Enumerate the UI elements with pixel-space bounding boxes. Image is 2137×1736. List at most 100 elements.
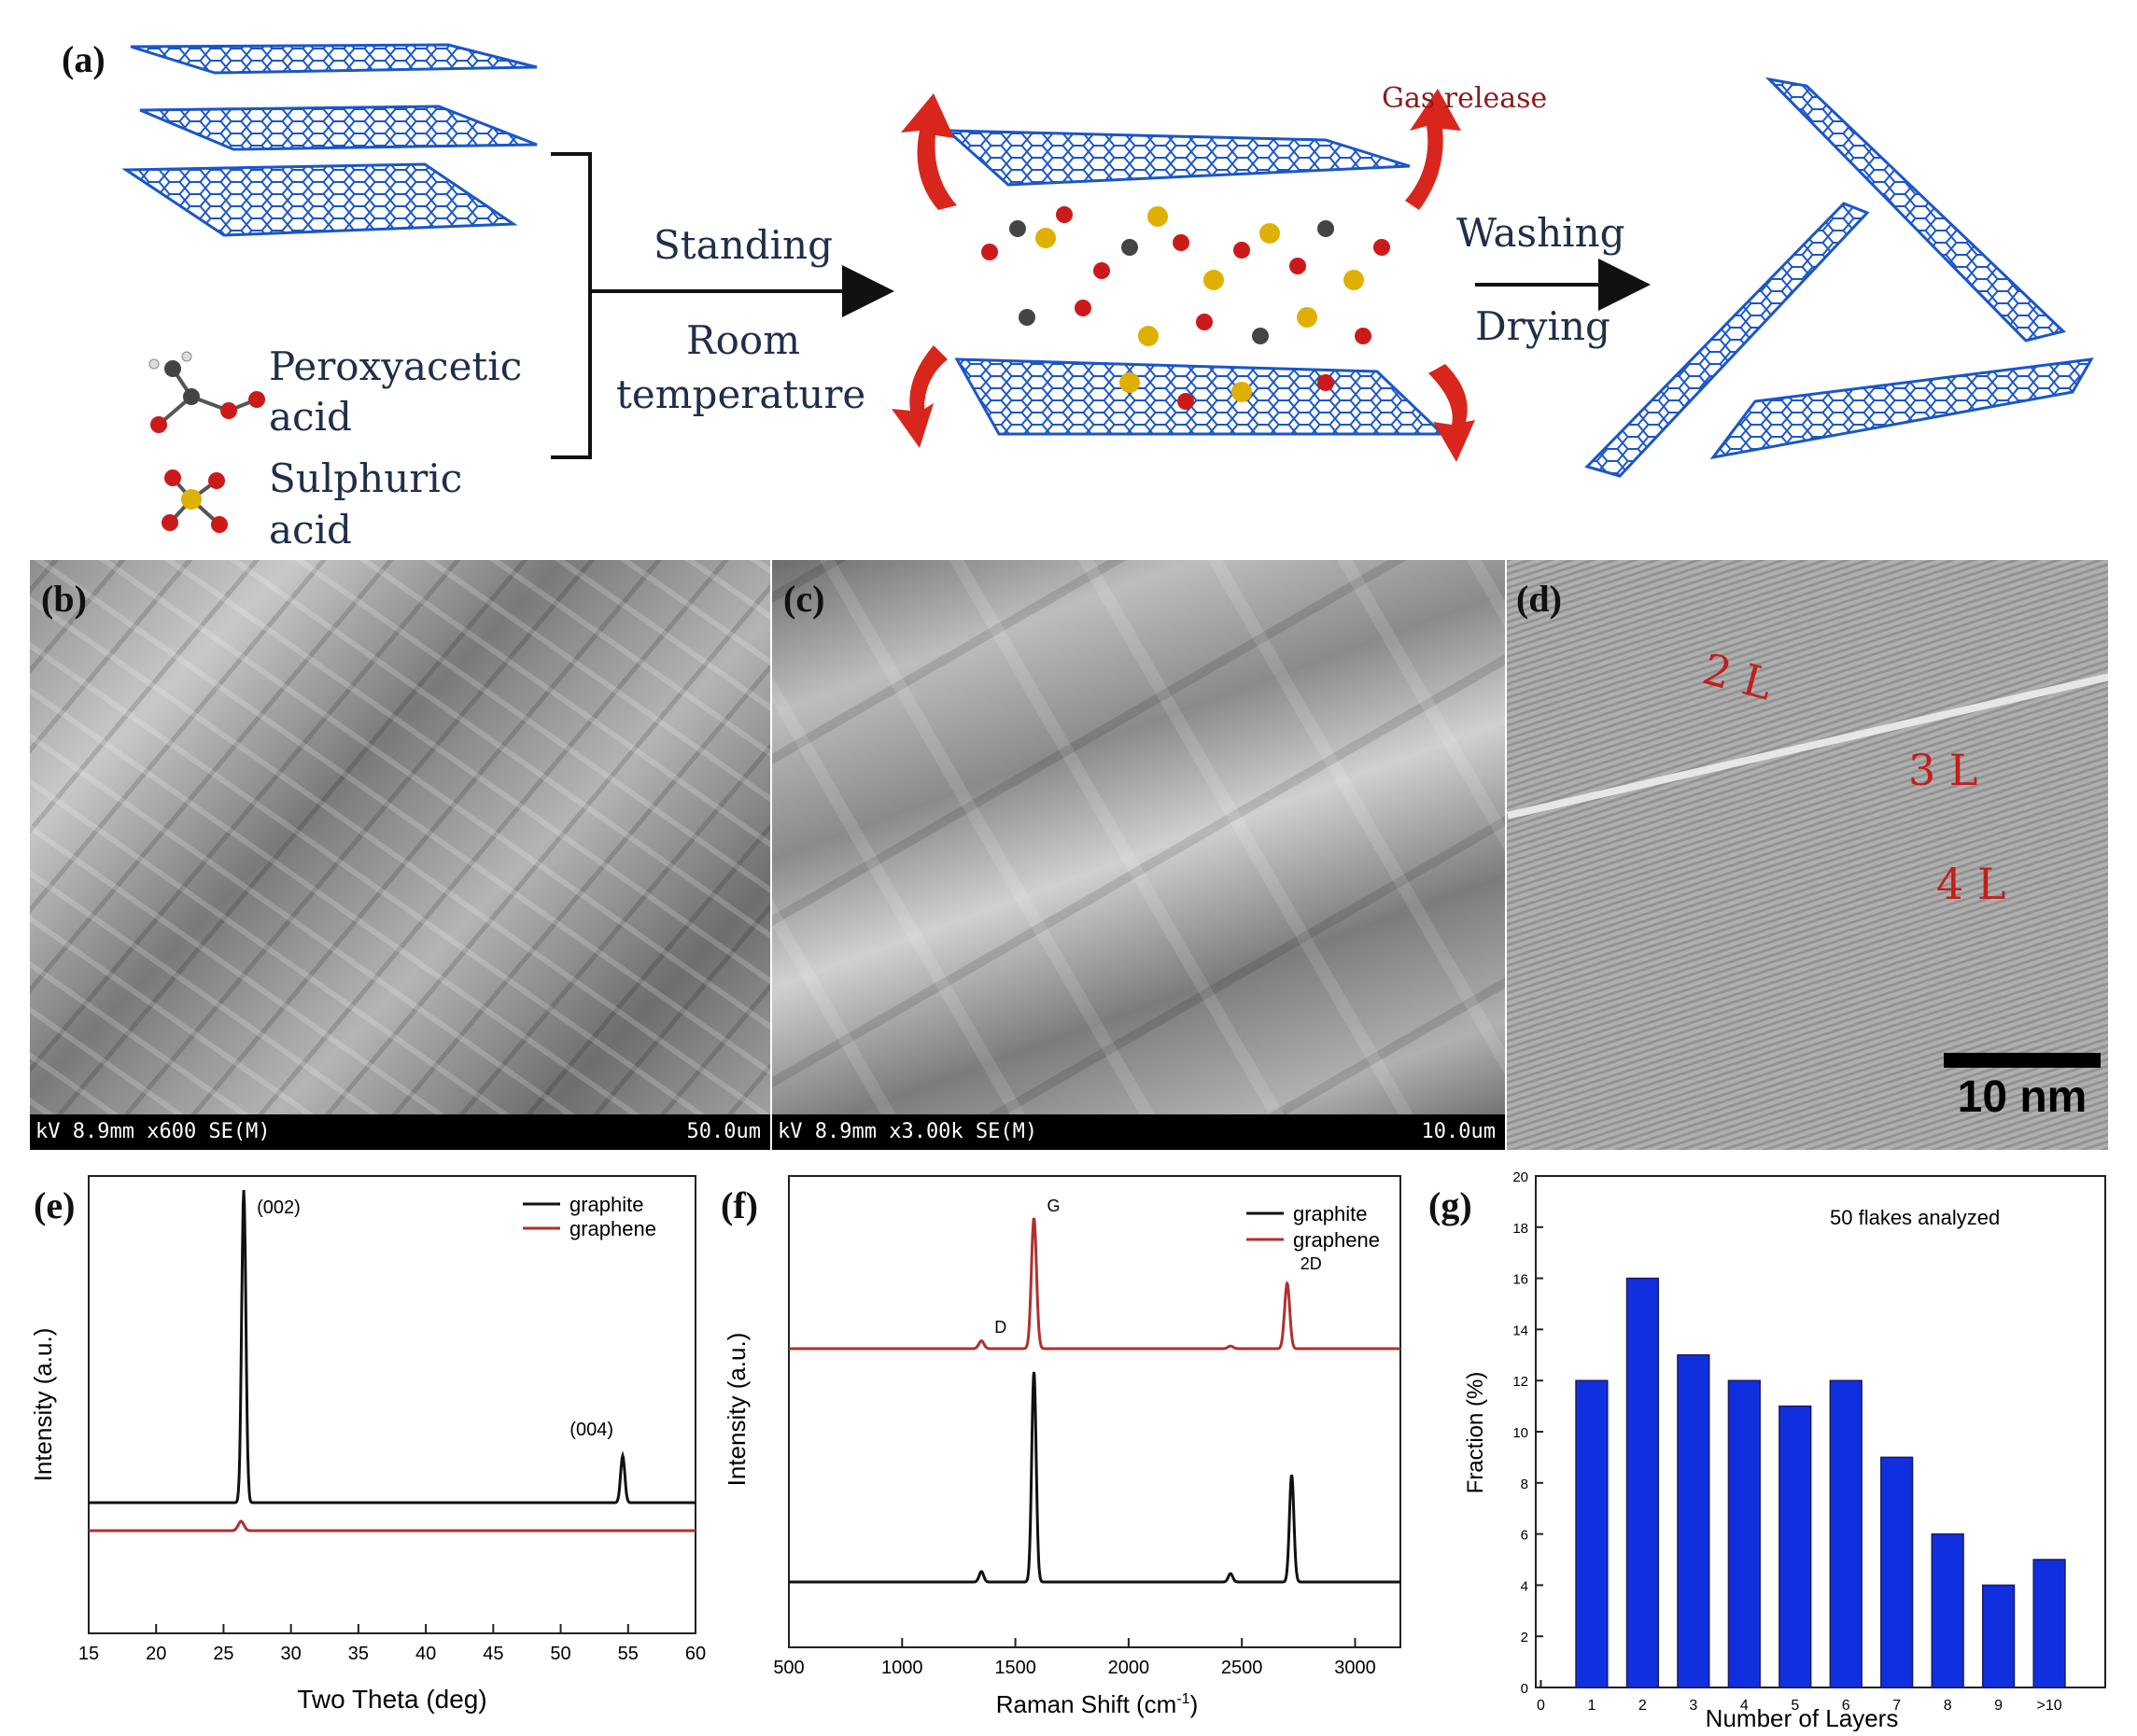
chart-e-xtick-label: 40 xyxy=(415,1644,436,1664)
chart-g-xtick-label: 7 xyxy=(1892,1698,1901,1714)
chart-g-xtick-label: >10 xyxy=(2037,1698,2062,1714)
panel-label-b: (b) xyxy=(41,578,87,620)
panel-label-g: (g) xyxy=(1428,1184,1472,1226)
chart-f-xlabel: Raman Shift (cm-1) xyxy=(996,1690,1199,1718)
chart-e-xtick-label: 50 xyxy=(550,1644,570,1664)
chart-g-bar-7 xyxy=(1880,1456,1914,1688)
tem-scale-label: 10 nm xyxy=(1957,1072,2088,1122)
graphite-sheet-2 xyxy=(139,105,538,151)
chart-f-xtick-label: 2000 xyxy=(1108,1658,1150,1678)
step2-washing: Washing xyxy=(1456,210,1625,256)
sem-c-scale: 10.0um xyxy=(1421,1120,1496,1143)
chart-g-xtick-label: 1 xyxy=(1587,1698,1596,1714)
sulphuric-molecule-icon xyxy=(162,469,228,533)
graphite-sheet-3 xyxy=(121,162,518,237)
gas-arrow-top-right xyxy=(1405,89,1461,210)
legend-peroxy-line1: Peroxyacetic xyxy=(269,343,523,389)
tem-scale-bar xyxy=(1944,1053,2101,1068)
chart-e-legend-graphene: graphene xyxy=(569,1217,656,1240)
chart-e-xtick-label: 25 xyxy=(213,1644,233,1664)
tem-label-3l: 3 L xyxy=(1908,745,1978,795)
chart-g-ytick-label: 8 xyxy=(1521,1477,1528,1492)
chart-g-ytick-label: 20 xyxy=(1512,1169,1528,1185)
chart-f-series-graphene xyxy=(789,1217,1400,1351)
peroxyacetic-molecule-icon xyxy=(148,351,265,433)
chart-g-xlabel: Number of Layers xyxy=(1706,1704,1899,1731)
sem-b-settings: kV 8.9mm x600 SE(M) xyxy=(35,1120,271,1143)
legend-sulphuric-line2: acid xyxy=(269,507,352,553)
chart-g-xtick-label: 9 xyxy=(1994,1698,2003,1714)
chart-g-xtick-label: 4 xyxy=(1740,1698,1749,1714)
chart-g-ytick-label: 14 xyxy=(1512,1323,1528,1338)
chart-g-ytick-label: 10 xyxy=(1512,1425,1528,1441)
panel-label-f: (f) xyxy=(721,1184,758,1226)
chart-f-legend-graphite: graphite xyxy=(1293,1202,1368,1225)
chart-g-xtick-label: 0 xyxy=(1537,1698,1545,1714)
chart-f-annotation: 2D xyxy=(1300,1254,1322,1273)
tem-label-4l: 4 L xyxy=(1936,859,2006,909)
panel-label-e: (e) xyxy=(34,1184,76,1226)
chart-g-bar-5 xyxy=(1778,1405,1812,1688)
chart-e-xlabel: Two Theta (deg) xyxy=(297,1685,486,1714)
chart-e-legend-graphite: graphite xyxy=(569,1193,644,1216)
panel-label-c: (c) xyxy=(783,578,825,620)
chart-e-xtick-label: 55 xyxy=(618,1644,639,1664)
chart-f-xtick-label: 3000 xyxy=(1334,1658,1376,1678)
chart-g-ytick-label: 0 xyxy=(1521,1681,1528,1697)
chart-g-bar-6 xyxy=(1829,1379,1863,1688)
sem-image-c: (c) kV 8.9mm x3.00k SE(M) 10.0um xyxy=(772,560,1505,1150)
chart-e-xtick-label: 60 xyxy=(685,1644,706,1664)
chart-g-ytick-label: 18 xyxy=(1512,1221,1528,1237)
gas-arrow-bottom-right xyxy=(1428,364,1475,462)
chart-g-xtick-label: 5 xyxy=(1791,1698,1799,1714)
chart-e-xtick-label: 15 xyxy=(78,1644,99,1664)
chart-g-bar-2 xyxy=(1625,1277,1660,1688)
intercalated-bottom-sheet xyxy=(954,357,1446,436)
exfoliated-sheet-3 xyxy=(1709,357,2094,460)
gas-release-label: Gas release xyxy=(1382,82,1548,115)
chart-e-annotation-002: (002) xyxy=(257,1197,301,1218)
step2-drying: Drying xyxy=(1475,303,1610,349)
chart-g-bar->10 xyxy=(2032,1559,2066,1688)
chart-f-annotation: D xyxy=(994,1318,1006,1337)
chart-f-xtick-label: 500 xyxy=(773,1658,804,1678)
chart-f-annotation: G xyxy=(1047,1197,1060,1215)
chart-g-ylabel: Fraction (%) xyxy=(1463,1372,1488,1494)
chart-g-frame xyxy=(1535,1175,2106,1688)
sem-c-settings: kV 8.9mm x3.00k SE(M) xyxy=(778,1120,1038,1143)
sem-c-info-bar: kV 8.9mm x3.00k SE(M) 10.0um xyxy=(772,1114,1505,1150)
panel-label-d: (d) xyxy=(1516,578,1562,620)
bracket xyxy=(551,152,592,459)
sem-b-info-bar: kV 8.9mm x600 SE(M) 50.0um xyxy=(30,1114,770,1150)
chart-e-xtick-label: 20 xyxy=(146,1644,166,1664)
chart-g-bar-8 xyxy=(1931,1533,1964,1688)
exfoliated-sheet-2 xyxy=(1584,202,1870,478)
chart-g-annotation: 50 flakes analyzed xyxy=(1830,1206,2000,1229)
chart-g-ytick-label: 6 xyxy=(1521,1528,1528,1544)
chart-f-legend-graphene: graphene xyxy=(1293,1228,1380,1252)
chart-g-xtick-label: 3 xyxy=(1689,1698,1697,1714)
intercalated-molecules xyxy=(981,206,1390,410)
chart-e-annotation-004: (004) xyxy=(569,1420,613,1440)
chart-f-series-graphite xyxy=(789,1371,1400,1584)
gas-arrow-bottom-left xyxy=(892,345,948,448)
intercalated-top-sheet xyxy=(943,129,1411,187)
chart-e-xtick-label: 30 xyxy=(281,1644,302,1664)
exfoliated-sheet-1 xyxy=(1764,77,2067,343)
chart-g-xtick-label: 6 xyxy=(1842,1698,1850,1714)
chart-e-xtick-label: 35 xyxy=(348,1644,369,1664)
step1-temperature: temperature xyxy=(616,371,866,417)
chart-f-xtick-label: 1000 xyxy=(881,1658,923,1678)
tem-image-d: (d) 2 L 3 L 4 L 10 nm xyxy=(1507,560,2108,1150)
chart-g-xtick-label: 2 xyxy=(1638,1698,1647,1714)
chart-g-ytick-label: 12 xyxy=(1512,1374,1528,1390)
chart-e-ylabel: Intensity (a.u.) xyxy=(29,1328,57,1482)
legend-peroxy-line2: acid xyxy=(269,394,352,440)
step1-room: Room xyxy=(686,317,801,363)
chart-e-frame xyxy=(88,1175,696,1634)
chart-g-bar-4 xyxy=(1727,1379,1761,1688)
panel-label-a: (a) xyxy=(62,38,105,80)
chart-g-bar-1 xyxy=(1575,1379,1609,1688)
